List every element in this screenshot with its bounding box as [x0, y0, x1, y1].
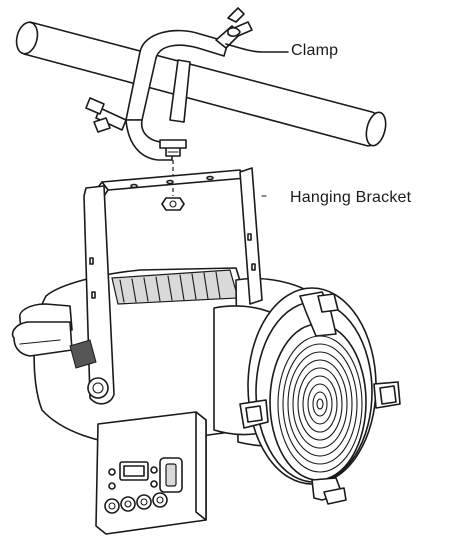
- hanging-bracket: [69, 167, 263, 405]
- clamp: [85, 7, 253, 161]
- hanging-bracket-label: Hanging Bracket: [290, 189, 412, 206]
- clamp-pointer-line: [225, 43, 289, 53]
- fresnel-lens-assembly: [239, 287, 401, 505]
- clamp-label: Clamp: [291, 42, 339, 59]
- hanging-pipe: [15, 21, 387, 147]
